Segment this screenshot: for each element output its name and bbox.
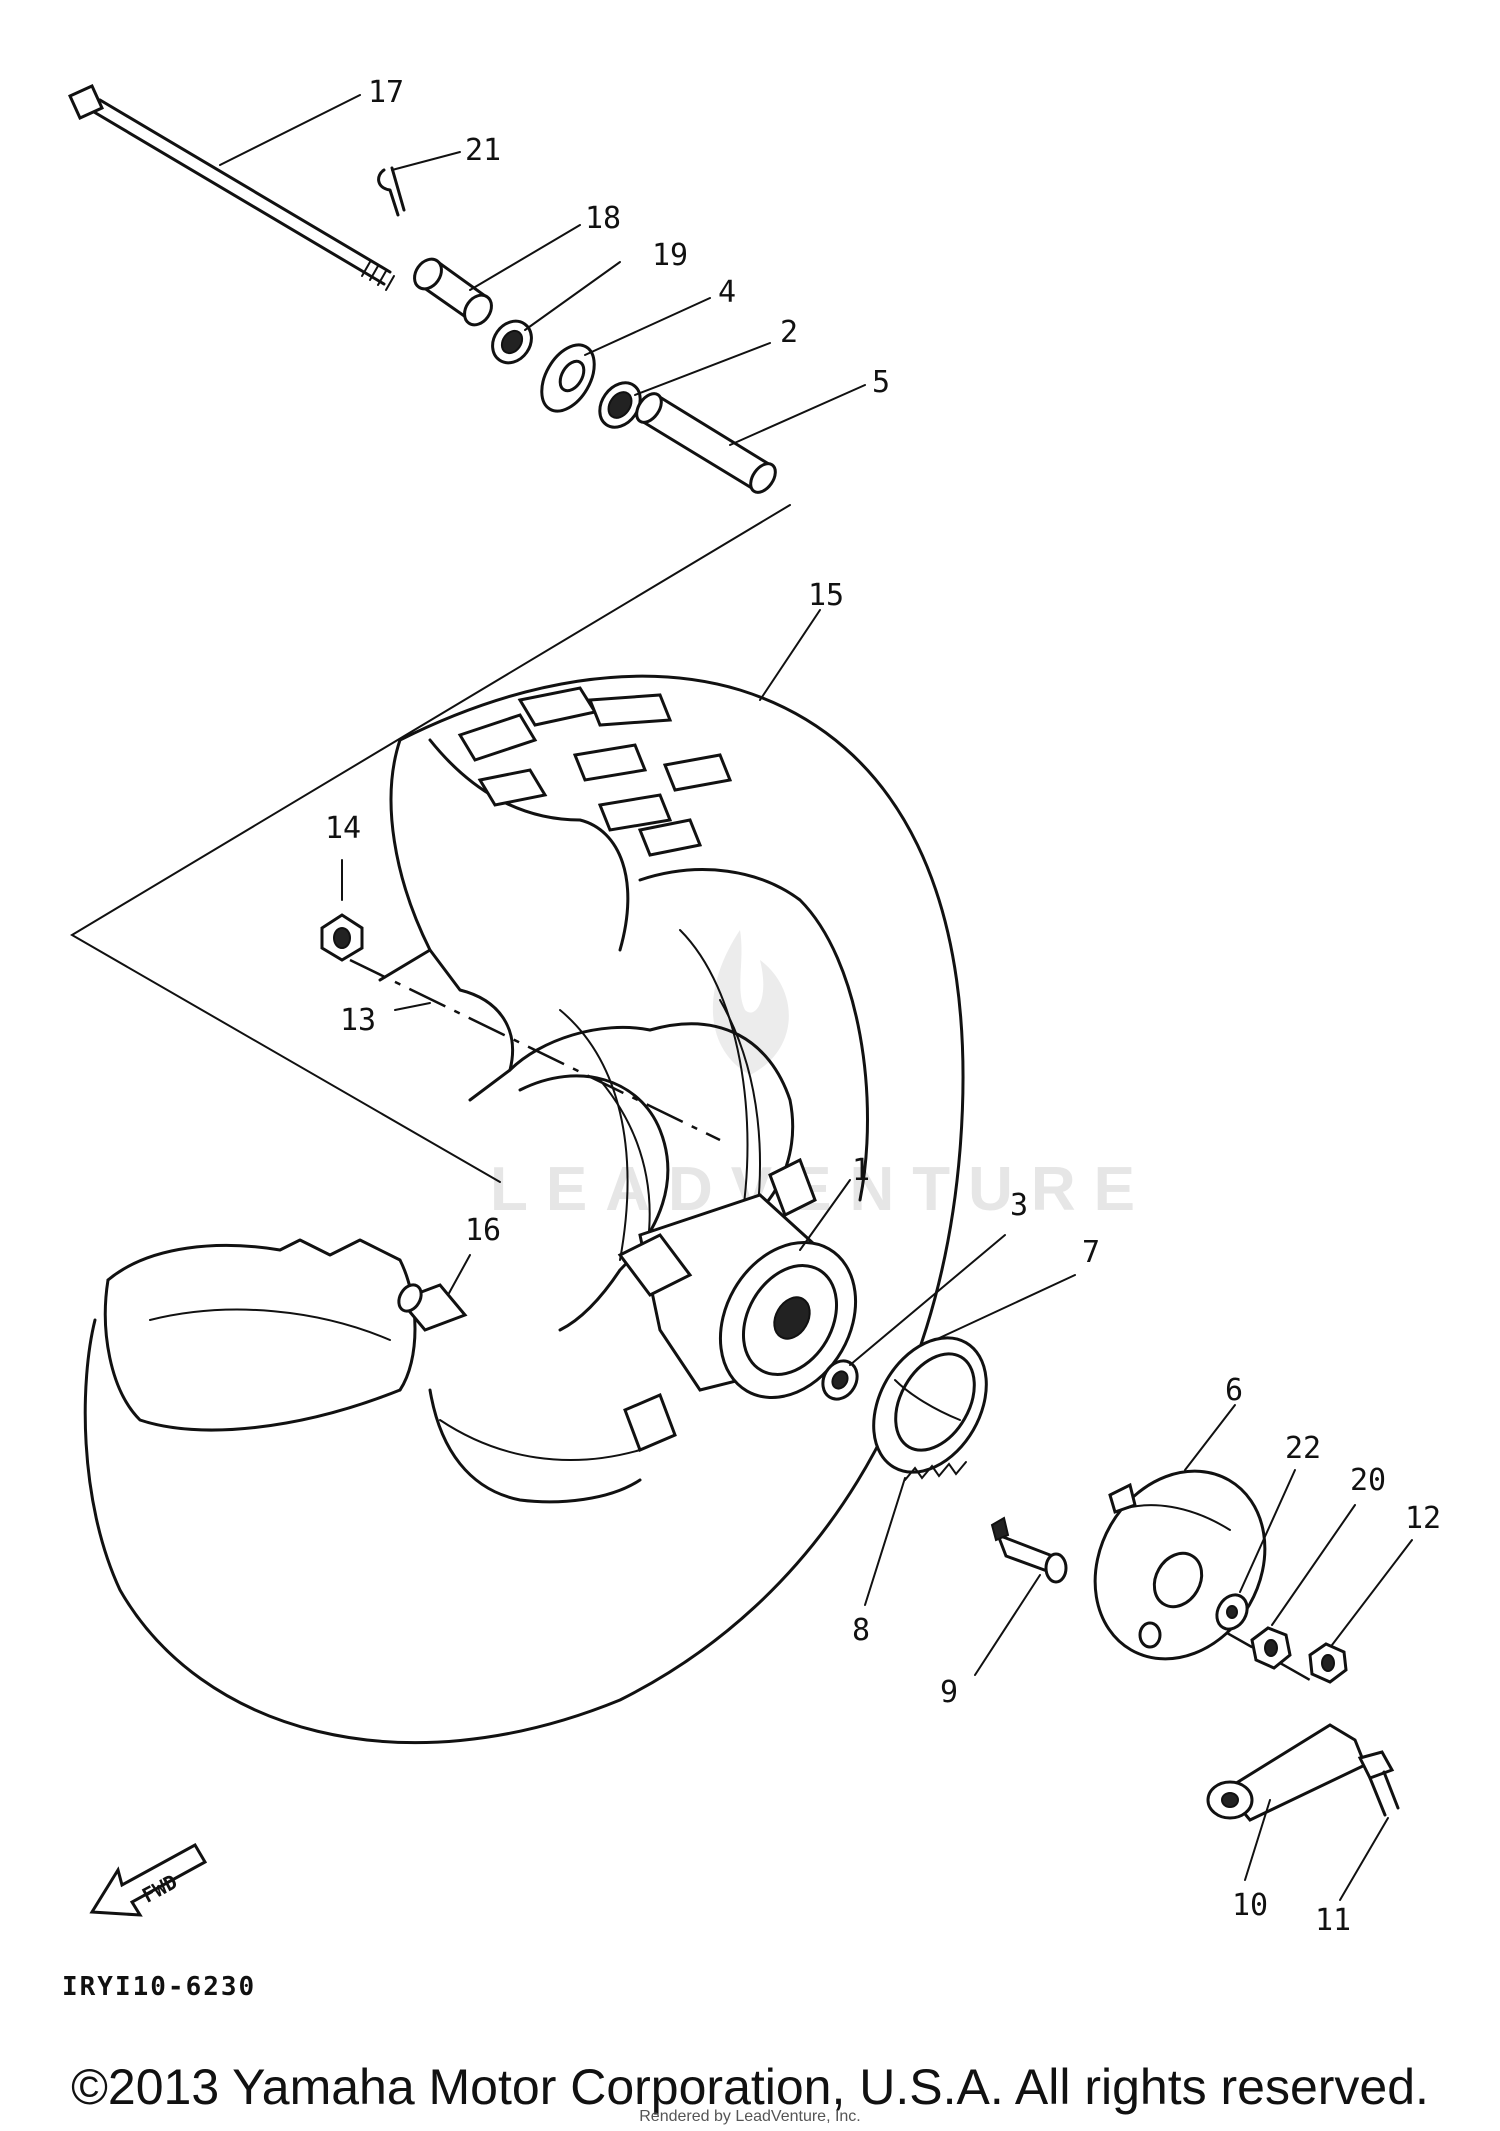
camshaft-part	[974, 1516, 1068, 1676]
spacer-flange-part	[540, 297, 711, 413]
callout-12: 12	[1405, 1501, 1441, 1536]
drawing-code: IRYI10-6230	[62, 1972, 256, 2002]
callout-7: 7	[1082, 1235, 1100, 1270]
nut-20-part	[1250, 1504, 1356, 1670]
nut-12-part	[1308, 1539, 1413, 1684]
nut-part	[320, 859, 364, 962]
axle-part	[68, 84, 395, 291]
callout-15: 15	[808, 578, 844, 613]
collar-part	[413, 224, 581, 327]
callout-1: 1	[852, 1153, 870, 1188]
forward-arrow-icon: FWD	[89, 1842, 208, 1917]
oil-seal-part	[491, 261, 621, 365]
collar-3-part	[821, 1234, 1006, 1401]
rendered-by-note: Rendered by LeadVenture, Inc.	[639, 2108, 861, 2125]
callout-14: 14	[325, 811, 361, 846]
callout-10: 10	[1232, 1888, 1268, 1923]
bearing-part	[598, 342, 771, 429]
callout-9: 9	[940, 1675, 958, 1710]
callout-11: 11	[1315, 1903, 1351, 1938]
cam-lever-part	[1206, 1723, 1367, 1881]
cotter-pin-part	[377, 151, 461, 217]
callout-3: 3	[1010, 1188, 1028, 1223]
washer-part	[1215, 1469, 1296, 1631]
callout-21: 21	[465, 133, 501, 168]
spacer-tube-part	[635, 384, 866, 494]
callout-22: 22	[1285, 1431, 1321, 1466]
valve-stem-part	[397, 1254, 471, 1332]
spring-part	[864, 1461, 967, 1606]
bolt-part	[1339, 1750, 1400, 1901]
callout-19: 19	[652, 238, 688, 273]
callout-18: 18	[585, 201, 621, 236]
callout-13: 13	[340, 1003, 376, 1038]
copyright-notice: ©2013 Yamaha Motor Corporation, U.S.A. A…	[71, 2059, 1429, 2115]
brake-shoe-part	[872, 1274, 1076, 1474]
callout-4: 4	[718, 275, 736, 310]
callout-5: 5	[872, 365, 890, 400]
callout-20: 20	[1350, 1463, 1386, 1498]
callout-16: 16	[465, 1213, 501, 1248]
hub-part	[617, 1157, 858, 1452]
callout-2: 2	[780, 315, 798, 350]
callout-8: 8	[852, 1613, 870, 1648]
watermark-text: LEADVENTURE	[490, 1155, 1153, 1224]
callout-17: 17	[368, 75, 404, 110]
callout-6: 6	[1225, 1373, 1243, 1408]
